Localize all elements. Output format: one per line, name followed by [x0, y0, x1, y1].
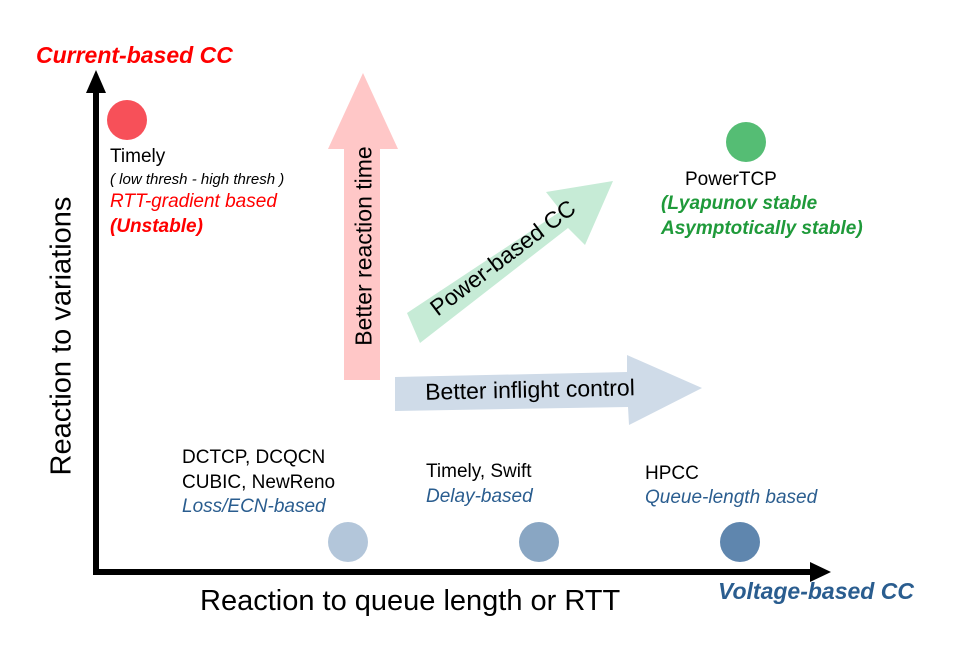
queue-length-category: Queue-length based — [645, 487, 818, 508]
voltage-based-cc-label: Voltage-based CC — [718, 578, 914, 604]
timely-category: RTT-gradient based — [110, 191, 277, 212]
delay-category: Delay-based — [426, 486, 533, 507]
point-delay — [519, 522, 559, 562]
loss-ecn-algos-2: CUBIC, NewReno — [182, 472, 336, 493]
timely-name: Timely — [110, 146, 166, 167]
queue-length-algos: HPCC — [645, 463, 699, 484]
y-axis-arrowhead — [86, 70, 106, 93]
powertcp-name: PowerTCP — [685, 169, 777, 190]
timely-stability: (Unstable) — [110, 216, 203, 237]
delay-algos: Timely, Swift — [426, 461, 532, 482]
loss-ecn-category: Loss/ECN-based — [182, 496, 326, 517]
powertcp-stability-2: Asymptotically stable) — [661, 218, 863, 239]
point-powertcp — [726, 122, 766, 162]
y-axis-title: Reaction to variations — [45, 196, 78, 476]
better-inflight-control-label: Better inflight control — [424, 374, 636, 405]
power-based-cc-arrow — [407, 181, 613, 343]
better-reaction-time-label: Better reaction time — [350, 146, 377, 346]
timely-threshold-note: ( low thresh - high thresh ) — [110, 171, 285, 188]
x-axis-title: Reaction to queue length or RTT — [200, 585, 621, 617]
x-axis-arrowhead — [810, 562, 831, 582]
current-based-cc-label: Current-based CC — [36, 42, 233, 68]
better-inflight-control-arrow — [395, 355, 702, 425]
better-reaction-time-arrow — [328, 73, 398, 380]
powertcp-stability-1: (Lyapunov stable — [661, 193, 818, 214]
point-queue-length — [720, 522, 760, 562]
loss-ecn-algos-1: DCTCP, DCQCN — [182, 447, 326, 468]
point-timely-gradient — [107, 100, 147, 140]
point-loss-ecn — [328, 522, 368, 562]
